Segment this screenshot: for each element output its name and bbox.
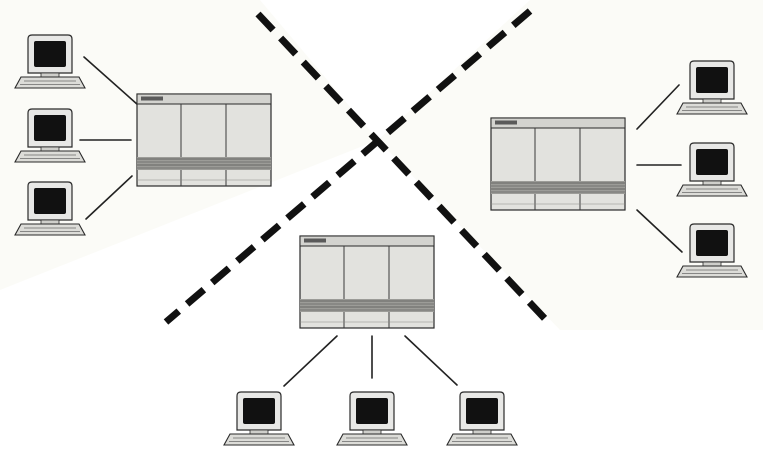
- link-line: [85, 175, 133, 220]
- computer-terminal-icon: [446, 391, 518, 446]
- link-line: [283, 335, 338, 387]
- computer-terminal-icon: [336, 391, 408, 446]
- server-left-icon: [136, 93, 272, 187]
- server-right-icon: [490, 117, 626, 211]
- bottom-links: [283, 335, 458, 387]
- server-bottom-icon: [299, 235, 435, 329]
- left-links: [79, 56, 139, 220]
- right-links: [636, 84, 683, 253]
- divider-descending: [255, 11, 551, 325]
- divider-ascending: [163, 8, 533, 325]
- link-line: [636, 84, 680, 130]
- link-line: [83, 56, 139, 106]
- link-line: [404, 335, 458, 386]
- computer-terminal-icon: [223, 391, 295, 446]
- link-line: [636, 209, 683, 253]
